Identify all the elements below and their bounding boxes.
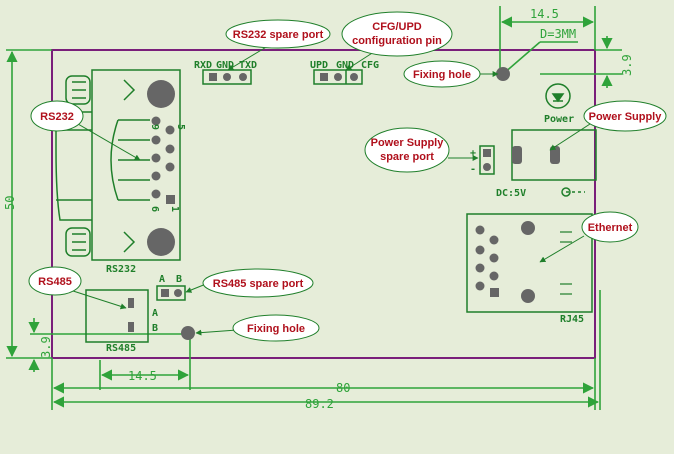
callout-leaders bbox=[69, 45, 591, 336]
rs485-spare-a-label: A bbox=[159, 274, 165, 285]
rs232-screw-top bbox=[65, 75, 91, 105]
power-led bbox=[545, 83, 571, 109]
rs232-connector-shell bbox=[55, 111, 92, 221]
callout-ethernet: Ethernet bbox=[588, 222, 633, 234]
gnd-label-cfg: GND bbox=[336, 60, 354, 71]
dim-3-9-left: 3.9 bbox=[39, 336, 53, 358]
dim-3-9-top: 3.9 bbox=[620, 54, 634, 76]
callout-cfg-upd-line2: configuration pin bbox=[352, 35, 442, 47]
dim-hole-diameter: D=3MM bbox=[540, 27, 576, 41]
dim-50: 50 bbox=[3, 196, 17, 210]
dimension-lines bbox=[6, 6, 622, 410]
rs485-a-label: A bbox=[152, 308, 158, 319]
callout-fixing-hole-top: Fixing hole bbox=[413, 69, 471, 81]
cfg-upd-header bbox=[313, 69, 363, 85]
fixing-hole-top bbox=[496, 67, 510, 81]
callout-fixing-hole-bottom: Fixing hole bbox=[247, 323, 305, 335]
rs232-pin-6-label: 6 bbox=[149, 206, 160, 212]
callout-power-supply: Power Supply bbox=[589, 111, 663, 123]
plus-label: + bbox=[470, 148, 476, 159]
dim-80: 80 bbox=[336, 381, 350, 395]
rs232-pins bbox=[147, 80, 175, 256]
rs232-pin-1-label: 1 bbox=[169, 206, 180, 212]
callout-rs485: RS485 bbox=[38, 276, 72, 288]
dim-14-5-bottom: 14.5 bbox=[128, 369, 157, 383]
board-outline bbox=[51, 49, 596, 359]
rj45-pins bbox=[475, 221, 535, 303]
callout-ps-spare-line2: spare port bbox=[380, 151, 434, 163]
txd-label: TXD bbox=[239, 60, 257, 71]
cfg-label: CFG bbox=[361, 60, 379, 71]
gnd-label-rs232: GND bbox=[216, 60, 234, 71]
rxd-label: RXD bbox=[194, 60, 212, 71]
rs232-pin-5-label: 5 bbox=[175, 124, 186, 130]
rs232-spare-header bbox=[202, 69, 252, 85]
rs232-pin-9-label: 9 bbox=[149, 124, 160, 130]
callout-rs232: RS232 bbox=[40, 111, 74, 123]
rj45-connector bbox=[466, 213, 593, 313]
callout-cfg-upd-line1: CFG/UPD bbox=[372, 21, 422, 33]
power-spare-header bbox=[479, 145, 495, 175]
minus-label: - bbox=[470, 164, 476, 175]
upd-label: UPD bbox=[310, 60, 328, 71]
rs485-b-label: B bbox=[152, 323, 158, 334]
callout-rs232-spare: RS232 spare port bbox=[233, 29, 324, 41]
rs485-board-label: RS485 bbox=[106, 343, 136, 354]
rs485-spare-b-label: B bbox=[176, 274, 182, 285]
fixing-hole-bottom bbox=[181, 326, 195, 340]
callout-rs485-spare: RS485 spare port bbox=[213, 278, 304, 290]
rs232-connector-body bbox=[91, 69, 181, 261]
dc5v-label: DC:5V bbox=[496, 188, 526, 199]
rs485-terminal bbox=[85, 289, 149, 343]
dim-14-5-top: 14.5 bbox=[530, 7, 559, 21]
rj45-label: RJ45 bbox=[560, 314, 584, 325]
power-led-label: Power bbox=[544, 114, 574, 125]
callout-bubbles bbox=[28, 11, 667, 342]
rs232-screw-bottom bbox=[65, 227, 91, 257]
rs232-board-label: RS232 bbox=[106, 264, 136, 275]
callout-ps-spare-line1: Power Supply bbox=[371, 137, 445, 149]
rs485-spare-header bbox=[156, 285, 186, 301]
dim-89-2: 89.2 bbox=[305, 397, 334, 411]
